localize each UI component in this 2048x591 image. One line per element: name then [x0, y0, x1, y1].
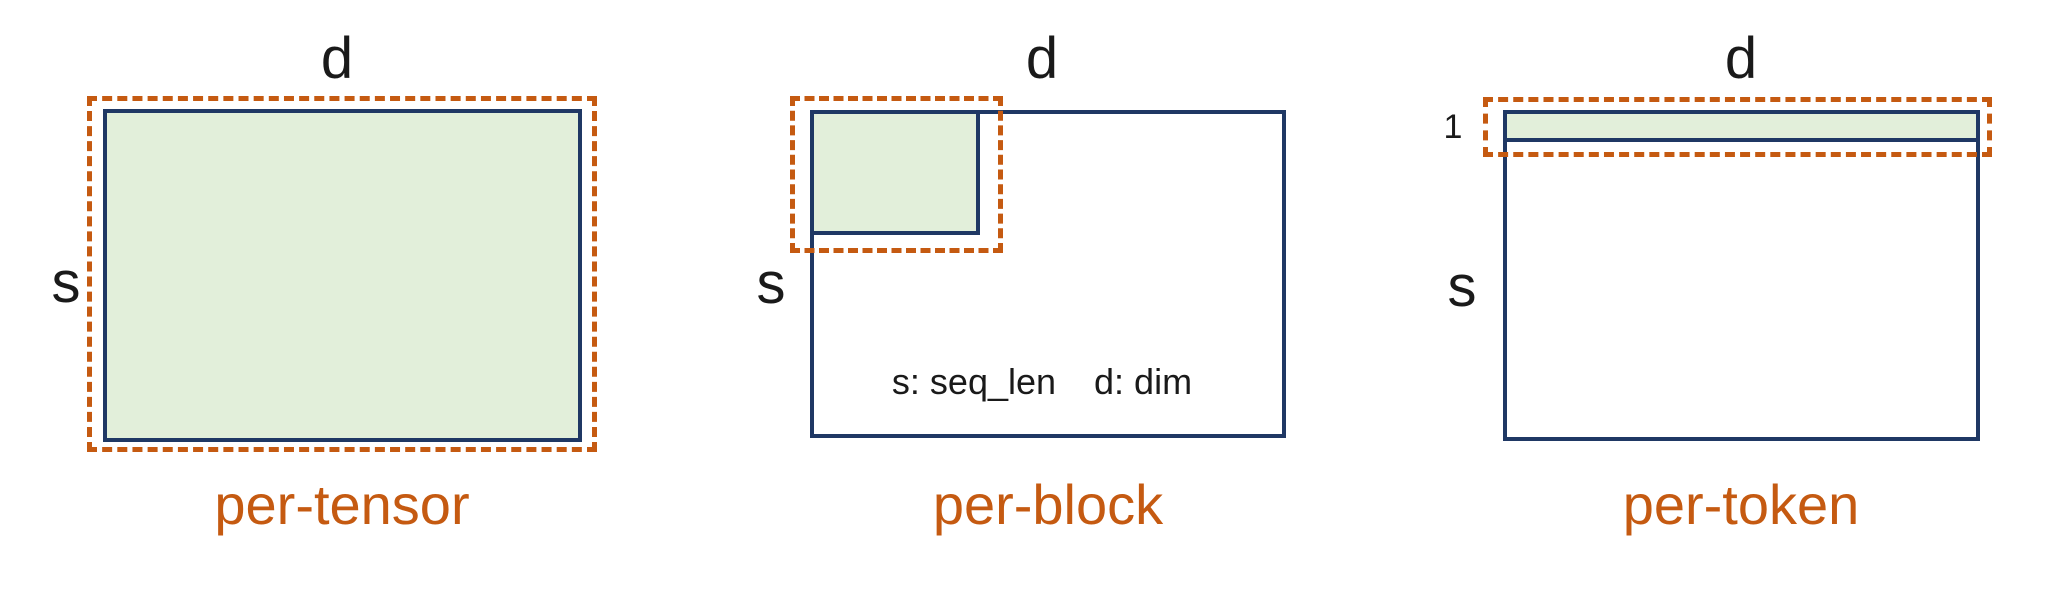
legend-seq-len: s: seq_len	[891, 361, 1057, 402]
per-tensor-dim-s-label: s	[51, 250, 81, 315]
per-block-scale-region-outline	[790, 96, 1003, 253]
dimension-legend: s: seq_len d: dim	[842, 360, 1242, 403]
per-token-token-row-rect	[1503, 110, 1980, 142]
per-block-dim-s-label: s	[756, 251, 786, 316]
per-tensor-scale-region-outline	[87, 96, 597, 452]
per-token-dim-s-label: s	[1447, 254, 1477, 319]
per-block-dim-d-label: d	[1025, 26, 1059, 91]
legend-dim: d: dim	[1094, 361, 1193, 402]
per-tensor-tensor-rect	[103, 109, 582, 442]
per-token-scale-region-outline	[1483, 97, 1992, 157]
per-token-tensor-rect	[1503, 110, 1980, 441]
per-tensor-dim-d-label: d	[320, 26, 354, 91]
per-token-row-count-label: 1	[1443, 108, 1463, 146]
per-block-quantized-block-rect	[810, 110, 980, 235]
per-token-dim-d-label: d	[1724, 26, 1758, 91]
per-tensor-caption: per-tensor	[214, 473, 470, 536]
per-token-caption: per-token	[1622, 473, 1860, 536]
per-block-caption: per-block	[932, 473, 1164, 536]
